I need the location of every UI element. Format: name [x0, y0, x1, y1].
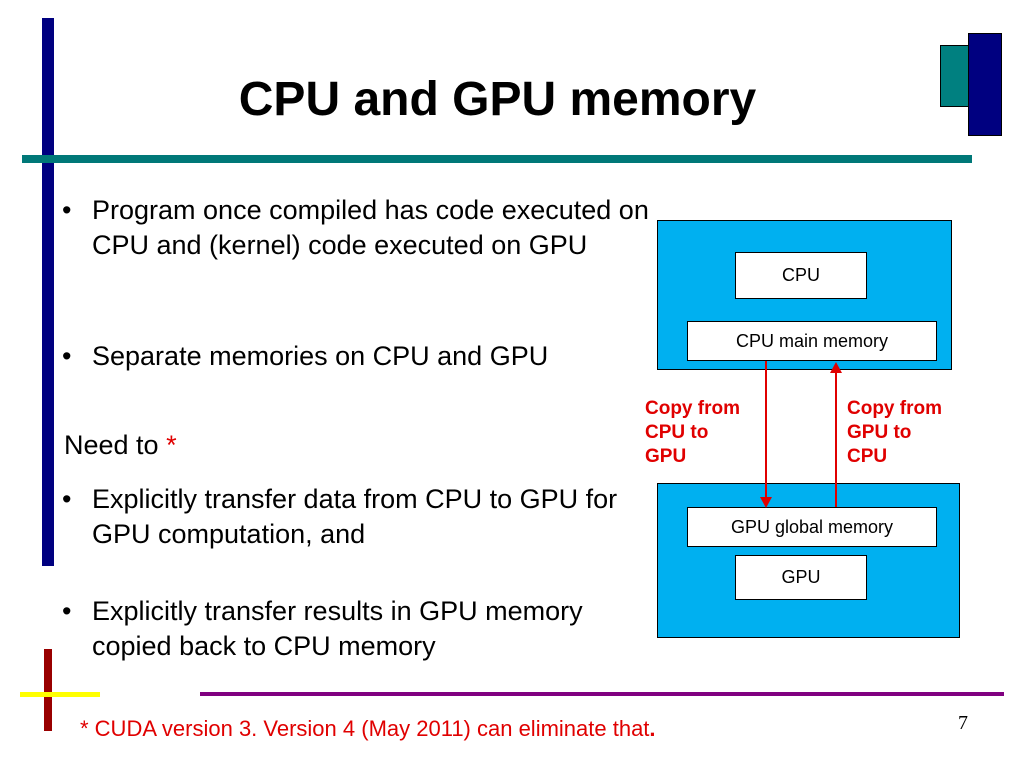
- need-to-text: Need to: [64, 430, 167, 460]
- copy-gpu-to-cpu-label: Copy from GPU to CPU: [847, 397, 942, 469]
- arrow-up-head: [830, 362, 842, 373]
- title-underline-bar: [22, 155, 972, 163]
- cpu-main-memory-box: CPU main memory: [687, 321, 937, 361]
- cpu-box: CPU: [735, 252, 867, 299]
- bullet-dot: •: [62, 341, 72, 371]
- footer-yellow-bar: [20, 692, 100, 697]
- bullet-item: • Explicitly transfer results in GPU mem…: [62, 594, 622, 664]
- bullet-text: Separate memories on CPU and GPU: [92, 341, 549, 371]
- page-number: 7: [958, 712, 968, 734]
- arrow-down-head: [760, 497, 772, 508]
- copy-label-line: Copy from: [645, 398, 740, 419]
- copy-label-line: Copy from: [847, 398, 942, 419]
- bullet-dot: •: [62, 195, 72, 225]
- footer-purple-line: [200, 692, 1004, 696]
- copy-label-line: GPU to: [847, 422, 912, 443]
- bullet-text: Explicitly transfer results in GPU memor…: [92, 596, 583, 661]
- copy-label-line: GPU: [645, 446, 687, 467]
- slide-title: CPU and GPU memory: [238, 73, 757, 126]
- bullet-dot: •: [62, 596, 72, 626]
- copy-label-line: CPU: [847, 446, 888, 467]
- footer-red-bar: [44, 649, 52, 731]
- bullet-item: • Separate memories on CPU and GPU: [62, 339, 652, 374]
- gpu-box: GPU: [735, 555, 867, 600]
- need-to-label: Need to *: [64, 428, 177, 463]
- gpu-global-memory-box: GPU global memory: [687, 507, 937, 547]
- copy-label-line: CPU to: [645, 422, 709, 443]
- bullet-text: Program once compiled has code executed …: [92, 195, 649, 260]
- footnote-period: .: [649, 716, 656, 741]
- footnote-text: * CUDA version 3. Version 4 (May 2011) c…: [80, 716, 650, 741]
- need-to-asterisk: *: [166, 430, 177, 460]
- corner-navy-bar: [968, 33, 1002, 136]
- bullet-dot: •: [62, 484, 72, 514]
- footnote: * CUDA version 3. Version 4 (May 2011) c…: [80, 716, 656, 742]
- bullet-text: Explicitly transfer data from CPU to GPU…: [92, 484, 618, 549]
- copy-cpu-to-gpu-label: Copy from CPU to GPU: [645, 397, 740, 469]
- bullet-item: • Program once compiled has code execute…: [62, 193, 652, 263]
- bullet-item: • Explicitly transfer data from CPU to G…: [62, 482, 622, 552]
